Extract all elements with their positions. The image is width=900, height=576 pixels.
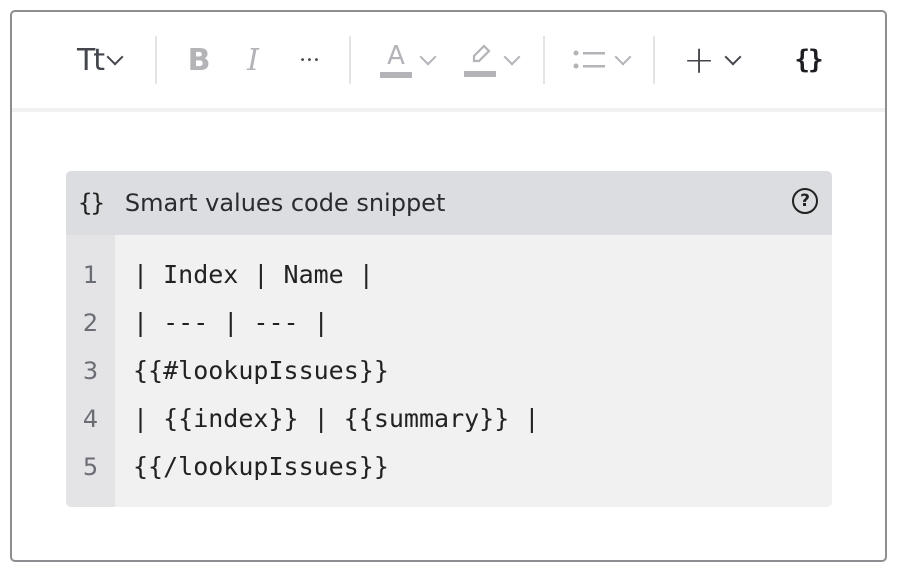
toolbar: Tt B I ••• A	[12, 12, 885, 108]
code-line[interactable]: | Index | Name |	[133, 260, 374, 289]
code-braces-icon: {}	[78, 189, 105, 217]
line-number: 5	[82, 453, 99, 481]
code-lines[interactable]: | Index | Name | | --- | --- | {{#lookup…	[115, 235, 539, 507]
italic-button[interactable]: I	[236, 40, 270, 80]
line-number: 1	[82, 261, 99, 289]
italic-icon: I	[247, 42, 259, 78]
bullet-list-icon	[573, 50, 605, 69]
text-style-icon: Tt	[76, 42, 105, 78]
text-color-letter: A	[387, 41, 405, 71]
bold-button[interactable]: B	[182, 40, 216, 80]
bold-icon: B	[187, 42, 211, 78]
code-line[interactable]: {{/lookupIssues}}	[133, 452, 389, 481]
more-formatting-button[interactable]: •••	[292, 40, 328, 80]
help-icon[interactable]: ?	[792, 188, 818, 214]
line-number: 4	[82, 405, 99, 433]
chevron-down-icon	[503, 48, 521, 66]
code-line[interactable]: | {{index}} | {{summary}} |	[133, 404, 540, 433]
chevron-down-icon	[724, 48, 742, 66]
code-snippet-block[interactable]: {} Smart values code snippet ? 1 2 3 4 5…	[66, 171, 832, 507]
snippet-header: {} Smart values code snippet ?	[66, 171, 832, 235]
plus-icon: +	[683, 38, 715, 82]
divider	[543, 36, 545, 84]
line-number: 3	[82, 357, 99, 385]
code-snippet-button[interactable]: {}	[786, 40, 830, 80]
line-number: 2	[82, 309, 99, 337]
snippet-title: Smart values code snippet	[124, 189, 446, 217]
text-color-icon: A	[380, 42, 412, 78]
highlighter-icon	[464, 43, 496, 77]
text-style-dropdown[interactable]: Tt	[64, 40, 134, 80]
chevron-down-icon	[614, 48, 632, 66]
code-braces-icon: {}	[794, 45, 823, 75]
divider	[155, 36, 157, 84]
chevron-down-icon	[419, 48, 437, 66]
insert-dropdown[interactable]: +	[676, 38, 746, 82]
more-icon: •••	[299, 54, 321, 66]
text-color-dropdown[interactable]: A	[374, 40, 440, 80]
divider	[349, 36, 351, 84]
code-area[interactable]: 1 2 3 4 5 | Index | Name | | --- | --- |…	[66, 235, 832, 507]
list-dropdown[interactable]	[568, 40, 634, 80]
highlight-dropdown[interactable]	[458, 40, 524, 80]
chevron-down-icon	[106, 48, 124, 66]
toolbar-divider	[12, 108, 885, 112]
code-line[interactable]: {{#lookupIssues}}	[133, 356, 389, 385]
divider	[653, 36, 655, 84]
line-number-gutter: 1 2 3 4 5	[66, 235, 115, 507]
code-line[interactable]: | --- | --- |	[133, 308, 329, 337]
editor: Tt B I ••• A	[10, 10, 887, 562]
